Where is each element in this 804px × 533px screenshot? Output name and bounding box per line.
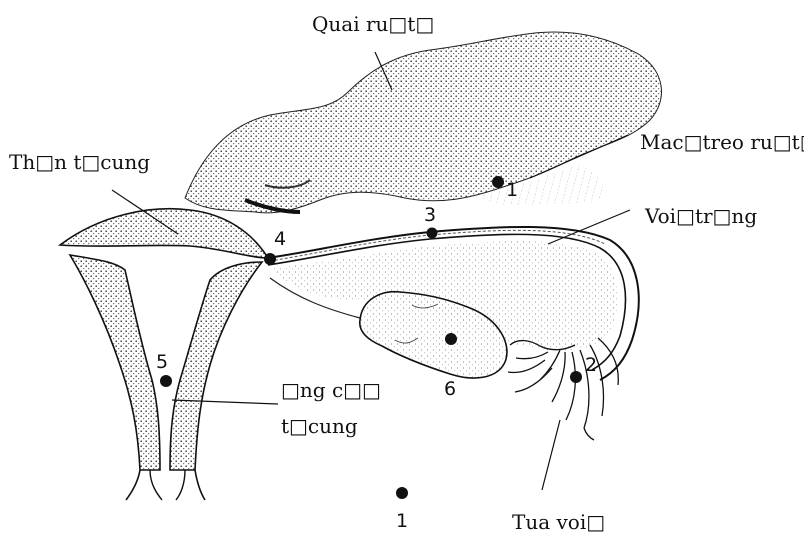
uterus-wall-left	[70, 255, 160, 470]
label-uterus-body: Th□n t□cung	[9, 150, 150, 174]
label-bowel-loop: Quai ru□t□	[312, 12, 434, 36]
label-cervical-canal-line1: □ng c□□	[281, 378, 381, 402]
fimbriae-shape	[508, 338, 618, 440]
uterus-body-shape	[60, 209, 268, 258]
marker-3: 3	[424, 205, 436, 225]
marker-2: 2	[585, 355, 597, 375]
marker-4: 4	[274, 229, 286, 249]
marker-5: 5	[156, 352, 168, 372]
label-cervical-canal-line2: t□cung	[281, 414, 358, 438]
marker-1-lower: 1	[396, 511, 408, 531]
label-fimbriae: Tua voi□	[512, 510, 605, 533]
marker-1-upper: 1	[506, 180, 518, 200]
uterus-wall-right	[170, 262, 262, 470]
marker-6: 6	[444, 379, 456, 399]
label-fallopian-tube: Voi□tr□ng	[645, 204, 757, 228]
label-mesentery: Mac□treo ru□t□	[640, 130, 804, 154]
